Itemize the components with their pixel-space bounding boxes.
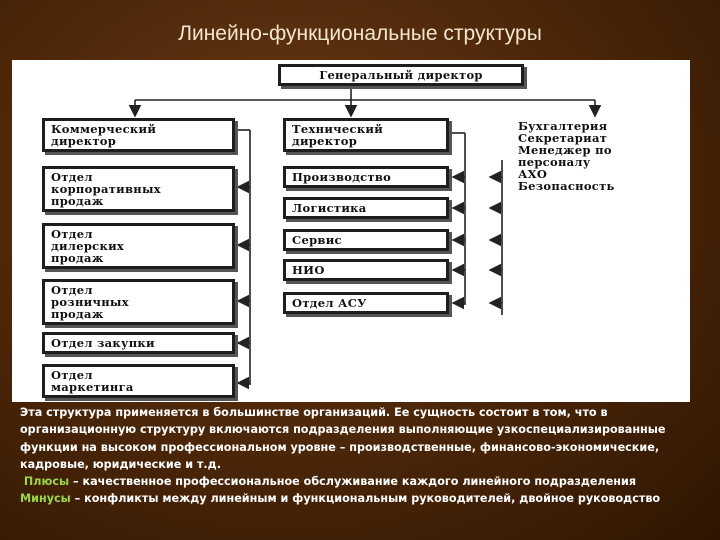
org-structure-diagram: Генеральный директор Коммерческий директ… <box>12 60 690 402</box>
rnd-box: НИО <box>283 259 449 281</box>
logistics-box: Логистика <box>283 197 449 219</box>
technical-director-box: Технический директор <box>283 118 449 152</box>
general-director-box: Генеральный директор <box>278 64 524 86</box>
staff-functions-list: Бухгалтерия Секретариат Менеджер по перс… <box>518 119 615 193</box>
marketing-box: Отдел маркетинга <box>42 364 235 398</box>
procurement-box: Отдел закупки <box>42 332 235 354</box>
description-text: Эта структура применяется в большинстве … <box>20 404 710 508</box>
corporate-sales-box: Отдел корпоративных продаж <box>42 166 235 212</box>
asu-department-box: Отдел АСУ <box>283 292 449 314</box>
service-box: Сервис <box>283 229 449 251</box>
cons-text: – конфликты между линейным и функциональ… <box>70 492 661 506</box>
pros-text: – качественное профессиональное обслужив… <box>69 475 637 489</box>
cons-line: Минусы – конфликты между линейным и функ… <box>20 490 710 507</box>
retail-sales-box: Отдел розничных продаж <box>42 279 235 325</box>
cons-label: Минусы <box>20 492 71 506</box>
production-box: Производство <box>283 166 449 188</box>
pros-line: Плюсы – качественное профессиональное об… <box>20 473 710 490</box>
intro-paragraph: Эта структура применяется в большинстве … <box>20 406 666 471</box>
dealer-sales-box: Отдел дилерских продаж <box>42 223 235 269</box>
pros-label: Плюсы <box>23 475 70 489</box>
slide-title: Линейно-функциональные структуры <box>178 22 542 45</box>
diagram-connectors <box>128 86 602 390</box>
commercial-director-box: Коммерческий директор <box>42 118 235 152</box>
